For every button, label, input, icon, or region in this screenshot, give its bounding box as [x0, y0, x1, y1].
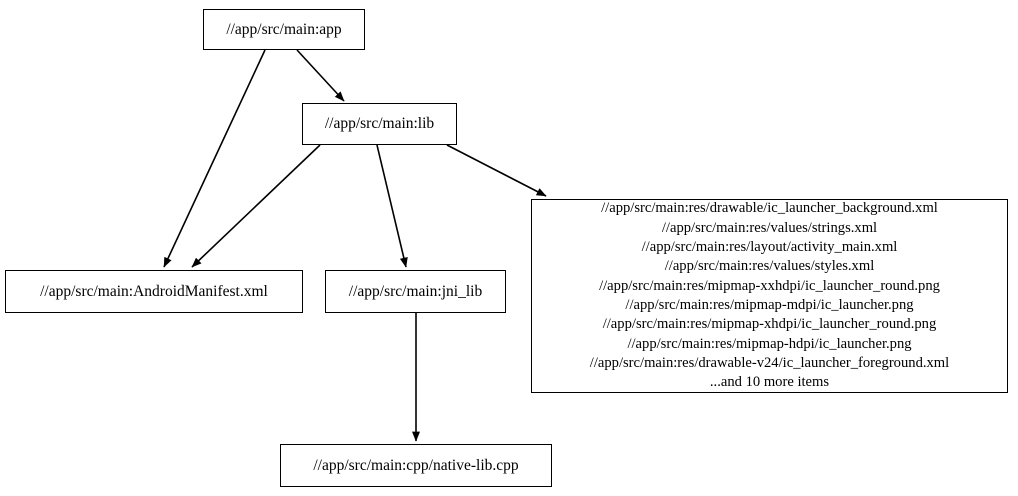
graph-node-app-label: //app/src/main:app: [226, 20, 342, 38]
edge-lib-to-jni-lib: [376, 144, 408, 268]
graph-node-res-bundle-label: //app/src/main:res/drawable/ic_launcher_…: [589, 200, 950, 391]
graph-node-res-bundle[interactable]: //app/src/main:res/drawable/ic_launcher_…: [531, 199, 1008, 393]
graph-node-native-lib-cpp-label: //app/src/main:cpp/native-lib.cpp: [313, 456, 519, 474]
graph-node-app[interactable]: //app/src/main:app: [203, 9, 365, 50]
graph-node-lib[interactable]: //app/src/main:lib: [302, 103, 457, 145]
graph-node-jni-lib[interactable]: //app/src/main:jni_lib: [325, 270, 506, 313]
graph-node-android-manifest[interactable]: //app/src/main:AndroidManifest.xml: [5, 270, 303, 313]
edge-app-to-manifest: [163, 49, 266, 268]
edge-lib-to-res-bundle: [446, 144, 547, 197]
edge-lib-to-manifest: [191, 144, 321, 268]
graph-node-native-lib-cpp[interactable]: //app/src/main:cpp/native-lib.cpp: [280, 444, 552, 487]
edge-app-to-lib: [296, 49, 345, 102]
graph-node-jni-lib-label: //app/src/main:jni_lib: [348, 282, 483, 300]
graph-node-lib-label: //app/src/main:lib: [324, 115, 435, 133]
graph-node-android-manifest-label: //app/src/main:AndroidManifest.xml: [40, 282, 268, 300]
